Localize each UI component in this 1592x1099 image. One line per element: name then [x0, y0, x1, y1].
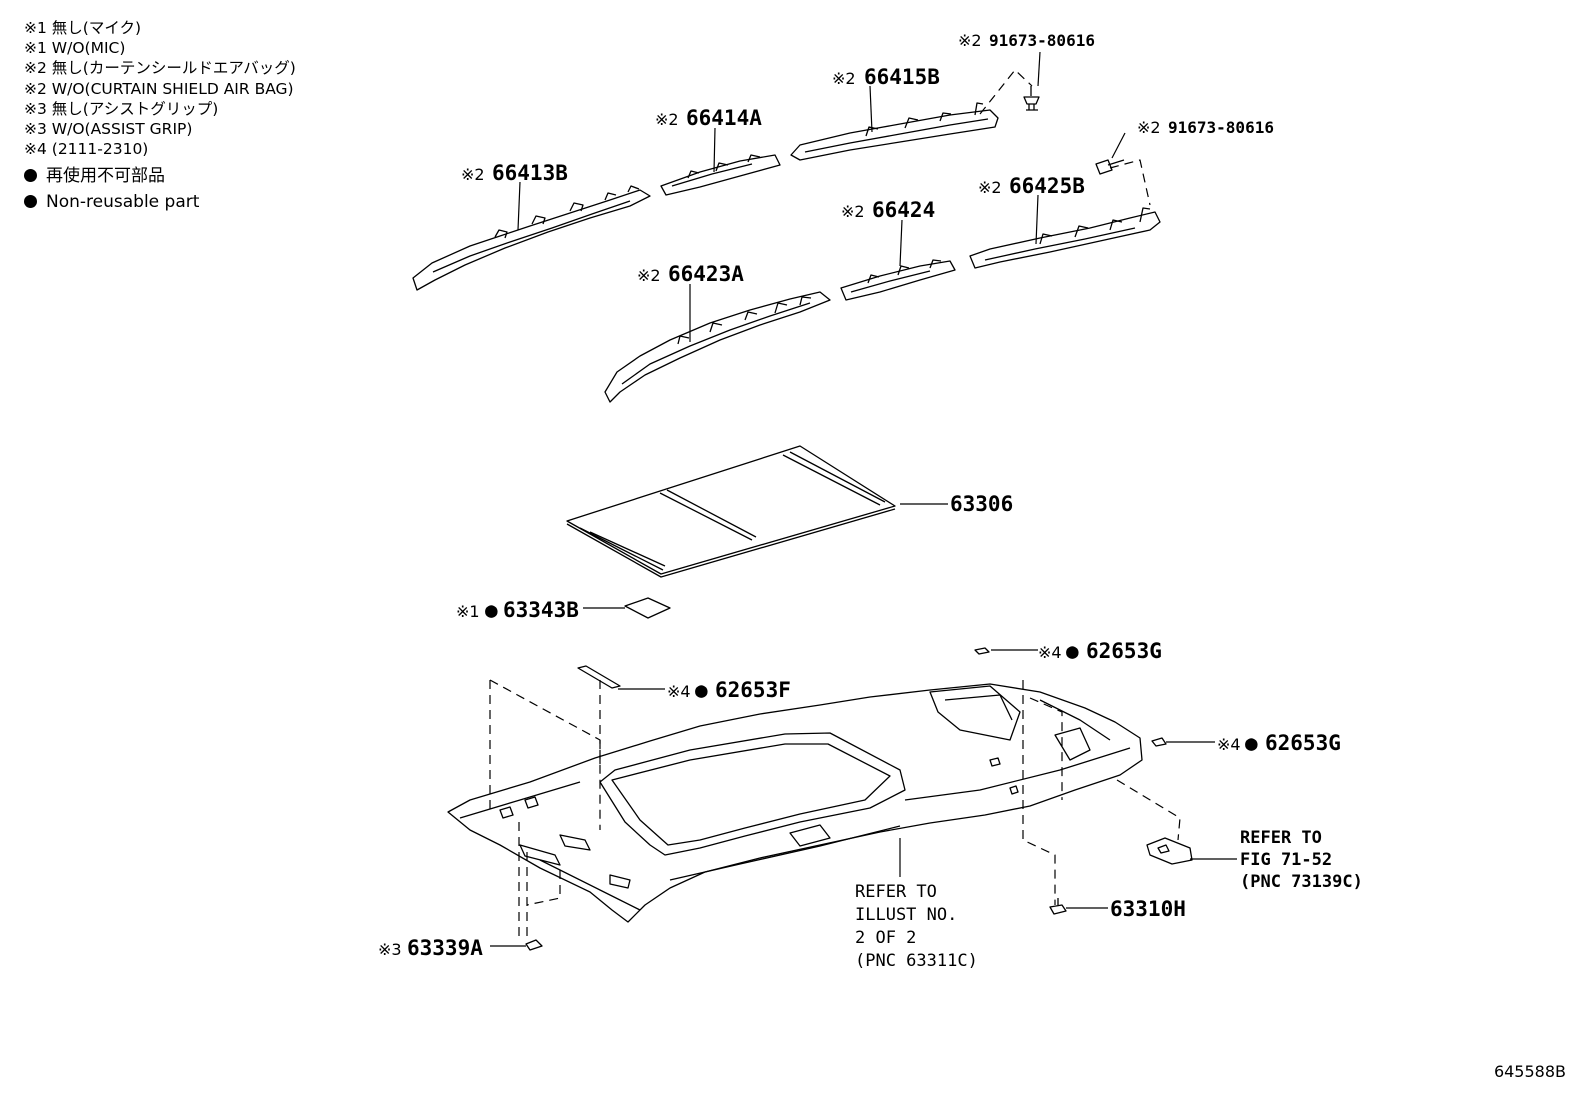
legend-note-text: 再使用不可部品 — [46, 166, 165, 187]
legend-note-en: Non-reusable part — [24, 189, 296, 215]
clip-63339A-shape — [525, 939, 543, 951]
callout-66413B: ※2 66413B — [461, 161, 568, 185]
clip-91673-top-shape — [1023, 86, 1040, 111]
non-reusable-dot: ● — [485, 598, 498, 622]
part-number: 63310H — [1110, 897, 1186, 921]
callout-prefix: ※1 — [456, 602, 480, 621]
part-number: 66415B — [864, 65, 940, 89]
callout-prefix: ※2 — [461, 165, 485, 184]
part-number: 62653G — [1265, 731, 1341, 755]
callout-91673-top: ※2 91673-80616 — [958, 31, 1095, 50]
part-number: 63306 — [950, 492, 1013, 516]
legend-note-jp: 再使用不可部品 — [24, 163, 296, 189]
pad-62653F-shape — [577, 665, 621, 689]
insulator-63306-shape — [566, 445, 896, 578]
strip-66423A-shape — [604, 291, 831, 403]
non-reusable-dot: ● — [695, 678, 708, 702]
legend-line: ※4 (2111-2310) — [24, 140, 149, 159]
callout-prefix: ※2 — [1137, 118, 1161, 137]
pad-62653G-right-shape — [1151, 737, 1167, 747]
callout-prefix: ※2 — [655, 110, 679, 129]
reference-line: REFER TO — [1240, 828, 1322, 848]
non-reusable-dot: ● — [1066, 639, 1079, 663]
strip-66425B-shape — [969, 207, 1161, 269]
reference-fig-71-52: REFER TO FIG 71-52 (PNC 73139C) — [1240, 828, 1363, 892]
reference-line: (PNC 73139C) — [1240, 872, 1363, 892]
callout-62653G-right: ※4 ● 62653G — [1217, 731, 1341, 755]
legend-line: ※2 無し(カーテンシールドエアバッグ) — [24, 59, 296, 78]
pad-63343B-shape — [624, 597, 671, 619]
callout-63310H: 63310H — [1110, 897, 1186, 921]
reference-line: (PNC 63311C) — [855, 951, 978, 971]
reference-line: 2 OF 2 — [855, 928, 916, 948]
callout-63343B: ※1 ● 63343B — [456, 598, 579, 622]
callout-63306: 63306 — [950, 492, 1013, 516]
callout-66424: ※2 66424 — [841, 198, 935, 222]
legend-line: ※3 W/O(ASSIST GRIP) — [24, 120, 193, 139]
part-number: 66423A — [668, 262, 744, 286]
callout-prefix: ※2 — [958, 31, 982, 50]
strip-66413B-shape — [412, 185, 651, 291]
clip-91673-right-shape — [1095, 159, 1125, 175]
part-number: 91673-80616 — [989, 31, 1095, 50]
part-number: 66424 — [872, 198, 935, 222]
callout-prefix: ※2 — [832, 69, 856, 88]
bullet-dot-icon — [24, 195, 37, 209]
legend-line: ※3 無し(アシストグリップ) — [24, 99, 219, 118]
part-number: 66414A — [686, 106, 762, 130]
callout-63339A: ※3 63339A — [378, 936, 483, 960]
figure-number: 645588B — [1493, 1062, 1566, 1081]
callout-prefix: ※4 — [1038, 643, 1062, 662]
clip-63310H-shape — [1049, 898, 1067, 915]
part-number: 91673-80616 — [1168, 118, 1274, 137]
legend: ※1 無し(マイク) ※1 W/O(MIC) ※2 無し(カーテンシールドエアバ… — [24, 18, 296, 215]
callout-62653G-top: ※4 ● 62653G — [1038, 639, 1162, 663]
part-number: 63339A — [407, 936, 483, 960]
strip-66424-shape — [840, 259, 956, 301]
legend-line: ※2 W/O(CURTAIN SHIELD AIR BAG) — [24, 79, 294, 98]
reference-line: ILLUST NO. — [855, 905, 957, 925]
legend-note-text: Non-reusable part — [46, 192, 200, 213]
legend-line: ※1 W/O(MIC) — [24, 39, 126, 58]
callout-66414A: ※2 66414A — [655, 106, 762, 130]
callout-prefix: ※2 — [841, 202, 865, 221]
part-number: 66425B — [1009, 174, 1085, 198]
part-number: 63343B — [503, 598, 579, 622]
strip-66415B-shape — [790, 102, 999, 161]
headliner-shape — [447, 683, 1143, 923]
part-number: 66413B — [492, 161, 568, 185]
reference-line: REFER TO — [855, 882, 937, 902]
callout-prefix: ※4 — [667, 682, 691, 701]
callout-prefix: ※4 — [1217, 735, 1241, 754]
callout-prefix: ※3 — [378, 940, 402, 959]
callout-62653F: ※4 ● 62653F — [667, 678, 791, 702]
callout-66425B: ※2 66425B — [978, 174, 1085, 198]
callout-prefix: ※2 — [978, 178, 1002, 197]
callout-66423A: ※2 66423A — [637, 262, 744, 286]
callout-91673-right: ※2 91673-80616 — [1137, 118, 1274, 137]
part-number: 62653G — [1086, 639, 1162, 663]
reference-illust-2-of-2: REFER TO ILLUST NO. 2 OF 2 (PNC 63311C) — [855, 882, 978, 971]
strip-66414A-shape — [660, 154, 781, 196]
bullet-dot-icon — [24, 169, 37, 183]
part-number: 62653F — [715, 678, 791, 702]
legend-line: ※1 無し(マイク) — [24, 19, 142, 37]
part-73139C-shape — [1146, 837, 1193, 865]
non-reusable-dot: ● — [1245, 731, 1258, 755]
callout-66415B: ※2 66415B — [832, 65, 940, 89]
pad-62653G-top-shape — [974, 647, 990, 655]
callout-prefix: ※2 — [637, 266, 661, 285]
reference-line: FIG 71-52 — [1240, 850, 1332, 870]
